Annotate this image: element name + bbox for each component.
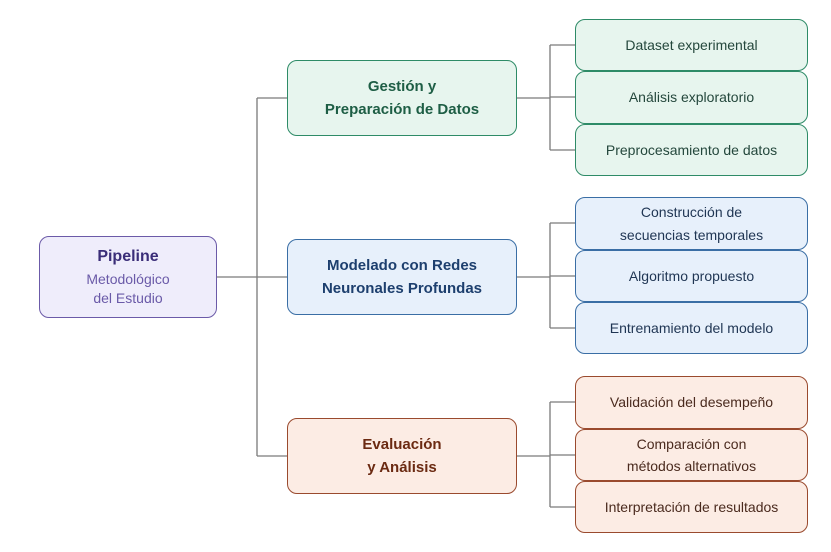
connector-branch-2 — [517, 222, 575, 329]
leaf-eda: Análisis exploratorio — [575, 71, 808, 124]
branch-label: Evaluación — [362, 435, 442, 453]
leaf-label: Construcción de — [640, 204, 743, 221]
root-subtitle-1: Metodológico — [86, 270, 170, 287]
connector-branch-1 — [517, 44, 575, 151]
branch-data-management: Gestión y Preparación de Datos — [287, 60, 517, 136]
root-subtitle-2: del Estudio — [93, 290, 163, 307]
leaf-label: Dataset experimental — [625, 36, 758, 53]
leaf-preprocessing: Preprocesamiento de datos — [575, 124, 808, 176]
leaf-label: Entrenamiento del modelo — [609, 319, 774, 336]
leaf-label: secuencias temporales — [619, 226, 764, 243]
leaf-label: Análisis exploratorio — [628, 89, 755, 106]
branch-label: Preparación de Datos — [324, 101, 480, 118]
leaf-validation: Validación del desempeño — [575, 376, 808, 429]
leaf-comparison: Comparación con métodos alternativos — [575, 429, 808, 481]
leaf-label: Comparación con — [636, 435, 747, 452]
leaf-training: Entrenamiento del modelo — [575, 302, 808, 354]
leaf-algorithm: Algoritmo propuesto — [575, 250, 808, 302]
branch-deep-learning-modeling: Modelado con Redes Neuronales Profundas — [287, 239, 517, 315]
root-title: Pipeline — [97, 248, 159, 265]
leaf-label: Algoritmo propuesto — [628, 267, 755, 284]
leaf-label: Interpretación de resultados — [604, 498, 779, 515]
branch-label: Gestión y — [367, 77, 437, 95]
leaf-label: Preprocesamiento de datos — [605, 141, 778, 158]
root-node: Pipeline Metodológico del Estudio — [39, 236, 217, 318]
leaf-dataset: Dataset experimental — [575, 19, 808, 71]
leaf-sequences: Construcción de secuencias temporales — [575, 197, 808, 250]
branch-label: Neuronales Profundas — [321, 280, 483, 297]
leaf-interpretation: Interpretación de resultados — [575, 481, 808, 533]
branch-evaluation: Evaluación y Análisis — [287, 418, 517, 494]
leaf-label: Validación del desempeño — [609, 394, 774, 411]
connector-root — [217, 97, 287, 457]
branch-label: y Análisis — [367, 459, 437, 476]
connector-branch-3 — [517, 401, 575, 508]
leaf-label: métodos alternativos — [626, 458, 757, 474]
branch-label: Modelado con Redes — [326, 256, 478, 274]
